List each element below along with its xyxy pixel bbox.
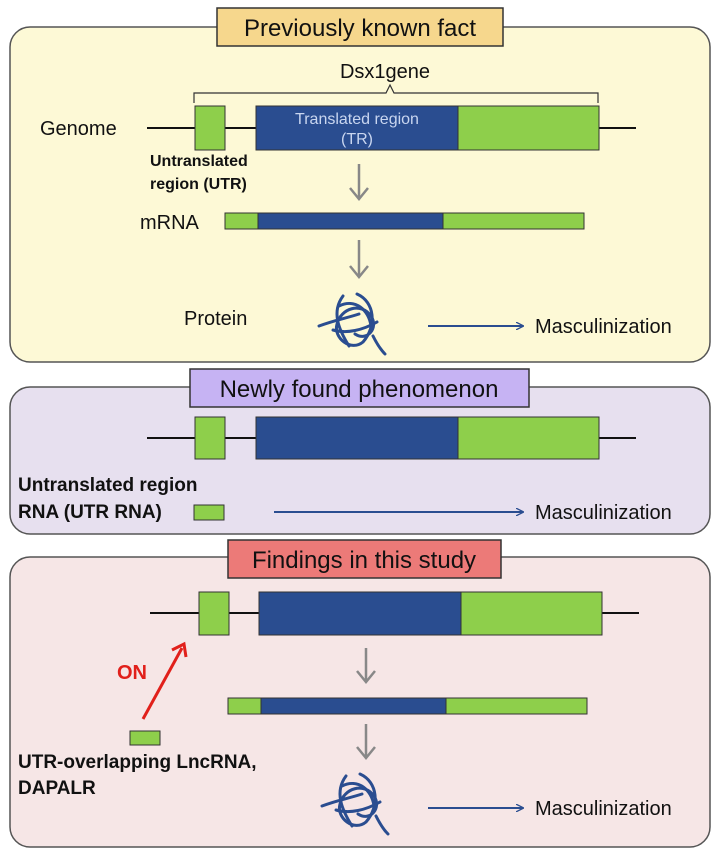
- panel1-outcome: Masculinization: [535, 316, 672, 338]
- mrna-3utr: [445, 697, 588, 715]
- mrna-label: mRNA: [140, 212, 200, 234]
- mrna-3utr: [442, 212, 585, 230]
- panel2-outcome: Masculinization: [535, 502, 672, 524]
- on-label: ON: [117, 662, 147, 684]
- panel3-title-box: [227, 539, 502, 579]
- lncrna-label-line2: DAPALR: [18, 778, 96, 799]
- panel1-title: Previously known fact: [244, 15, 476, 42]
- tr-label-line1: Translated region: [295, 111, 419, 128]
- utr-exon: [194, 416, 226, 460]
- gray-down-arrow-icon: [349, 240, 369, 279]
- translated-region-block: [258, 591, 462, 636]
- utr-exon: [198, 591, 230, 636]
- panel-previously-known-fact: Previously known fact Dsx1gene Genome Tr…: [9, 7, 711, 363]
- tr-label-line2: (TR): [341, 131, 373, 148]
- genome-label: Genome: [40, 118, 117, 140]
- mrna-5utr: [224, 212, 259, 230]
- protein-label: Protein: [184, 308, 247, 330]
- tangled-protein-icon: [320, 772, 390, 836]
- panel-newly-found-phenomenon: Newly found phenomenon Untranslated regi…: [9, 368, 711, 535]
- gene-brace: [193, 83, 599, 103]
- lncrna-fragment: [129, 730, 161, 746]
- tangled-protein-icon: [317, 292, 387, 356]
- panel3-outcome: Masculinization: [535, 798, 672, 820]
- utr-rna-label-line2: RNA (UTR RNA): [18, 502, 162, 523]
- red-up-arrow-icon: [141, 641, 188, 720]
- translated-region-block: [255, 105, 459, 151]
- mrna-coding: [257, 212, 444, 230]
- panel3-title: Findings in this study: [252, 547, 476, 574]
- panel2-title-box: [189, 368, 530, 408]
- lncrna-label-line1: UTR-overlapping LncRNA,: [18, 752, 257, 773]
- trailing-exon: [460, 591, 603, 636]
- panel1-title-box: [216, 7, 504, 47]
- panel2-title: Newly found phenomenon: [220, 376, 499, 403]
- utr-rna-fragment: [193, 504, 225, 521]
- gray-down-arrow-icon: [349, 164, 369, 201]
- utr-exon: [194, 105, 226, 151]
- utr-rna-label-line1: Untranslated region: [18, 475, 197, 496]
- trailing-exon: [457, 416, 600, 460]
- gray-down-arrow-icon: [356, 648, 376, 684]
- trailing-exon: [457, 105, 600, 151]
- gray-down-arrow-icon: [356, 724, 376, 760]
- utr-label-line2: region (UTR): [150, 176, 247, 193]
- panel-findings-in-this-study: Findings in this study ON UTR-overlappin…: [9, 539, 711, 848]
- mrna-coding: [260, 697, 447, 715]
- mrna-5utr: [227, 697, 262, 715]
- gene-label: Dsx1gene: [340, 61, 430, 83]
- utr-label-line1: Untranslated: [150, 153, 248, 170]
- translated-region-block: [255, 416, 459, 460]
